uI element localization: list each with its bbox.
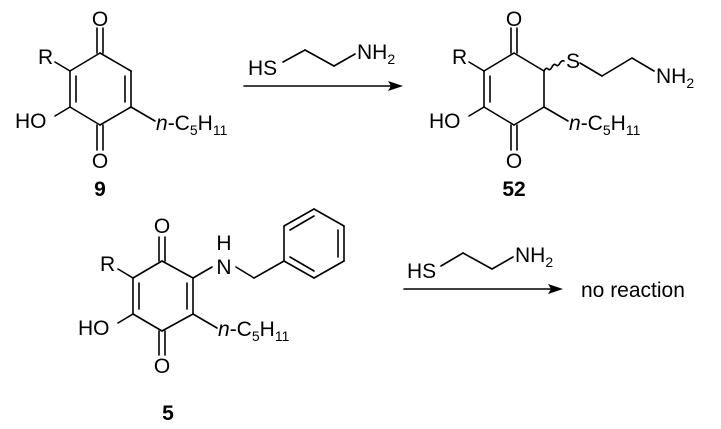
amine-hydrogen-label: H xyxy=(216,232,231,255)
pentyl-label: n-C5H11 xyxy=(569,112,641,138)
amine-nitrogen-label: N xyxy=(216,256,231,279)
amine-label: NH2 xyxy=(515,244,553,270)
compound-number: 52 xyxy=(502,178,525,201)
compound-number: 9 xyxy=(94,178,106,201)
oxygen-label: O xyxy=(506,8,522,31)
amine-label: NH2 xyxy=(357,41,395,67)
oxygen-label: O xyxy=(506,150,522,173)
r-group-label: R xyxy=(38,46,53,69)
oxygen-label: O xyxy=(154,215,170,238)
oxygen-label: O xyxy=(92,150,108,173)
thiol-label: HS xyxy=(407,260,436,283)
sulfur-label: S xyxy=(566,50,580,73)
r-group-label: R xyxy=(100,253,115,276)
compound-5: O O R HO H N n-C5H11 5 xyxy=(78,208,345,425)
amine-label: NH2 xyxy=(656,65,694,91)
r-group-label: R xyxy=(452,46,467,69)
pentyl-label: n-C5H11 xyxy=(156,112,228,138)
hydroxyl-label: HO xyxy=(15,110,47,133)
compound-number: 5 xyxy=(162,402,174,425)
compound-9: O O R HO n-C5H11 9 xyxy=(15,8,228,201)
pentyl-label: n-C5H11 xyxy=(218,318,290,344)
thiol-label: HS xyxy=(248,57,277,80)
compound-52: O O R HO S NH2 n-C5H11 52 xyxy=(429,8,694,201)
hydroxyl-label: HO xyxy=(429,110,461,133)
reaction-arrow-1: HS NH2 xyxy=(243,41,403,91)
oxygen-label: O xyxy=(92,8,108,31)
oxygen-label: O xyxy=(154,355,170,378)
no-reaction-label: no reaction xyxy=(581,279,685,302)
hydroxyl-label: HO xyxy=(78,317,110,340)
reaction-arrow-2: HS NH2 xyxy=(403,244,563,294)
